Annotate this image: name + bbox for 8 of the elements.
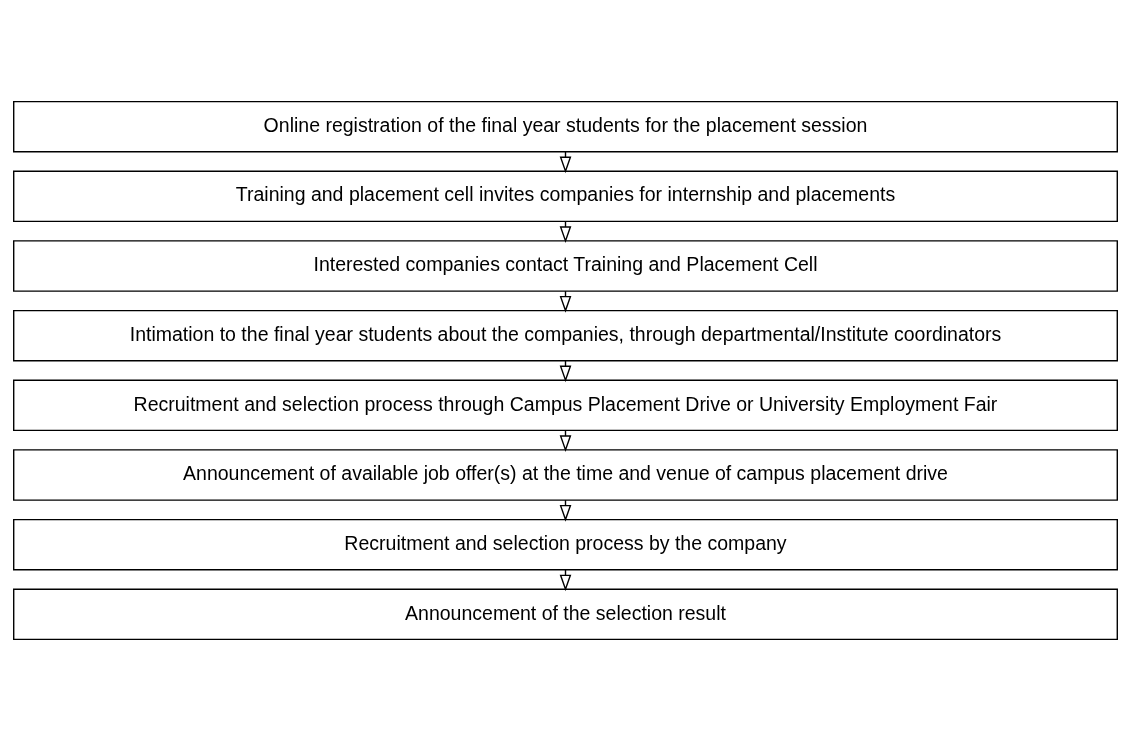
node-box: Recruitment and selection process by the company <box>13 518 1118 570</box>
node-box: Online registration of the final year students for the placement session <box>13 100 1118 152</box>
node-box: Intimation to the final year students about the companies, through departmental/Institute coordinators <box>13 309 1118 361</box>
node-box: Announcement of the selection result <box>13 588 1118 640</box>
node-box: Recruitment and selection process through Campus Placement Drive or University Employment Fair <box>13 379 1118 431</box>
node-box: Training and placement cell invites companies for internship and placements <box>13 170 1118 222</box>
node-box: Announcement of available job offer(s) at the time and venue of campus placement drive <box>13 448 1118 501</box>
node-box: Interested companies contact Training and Placement Cell <box>13 239 1118 292</box>
